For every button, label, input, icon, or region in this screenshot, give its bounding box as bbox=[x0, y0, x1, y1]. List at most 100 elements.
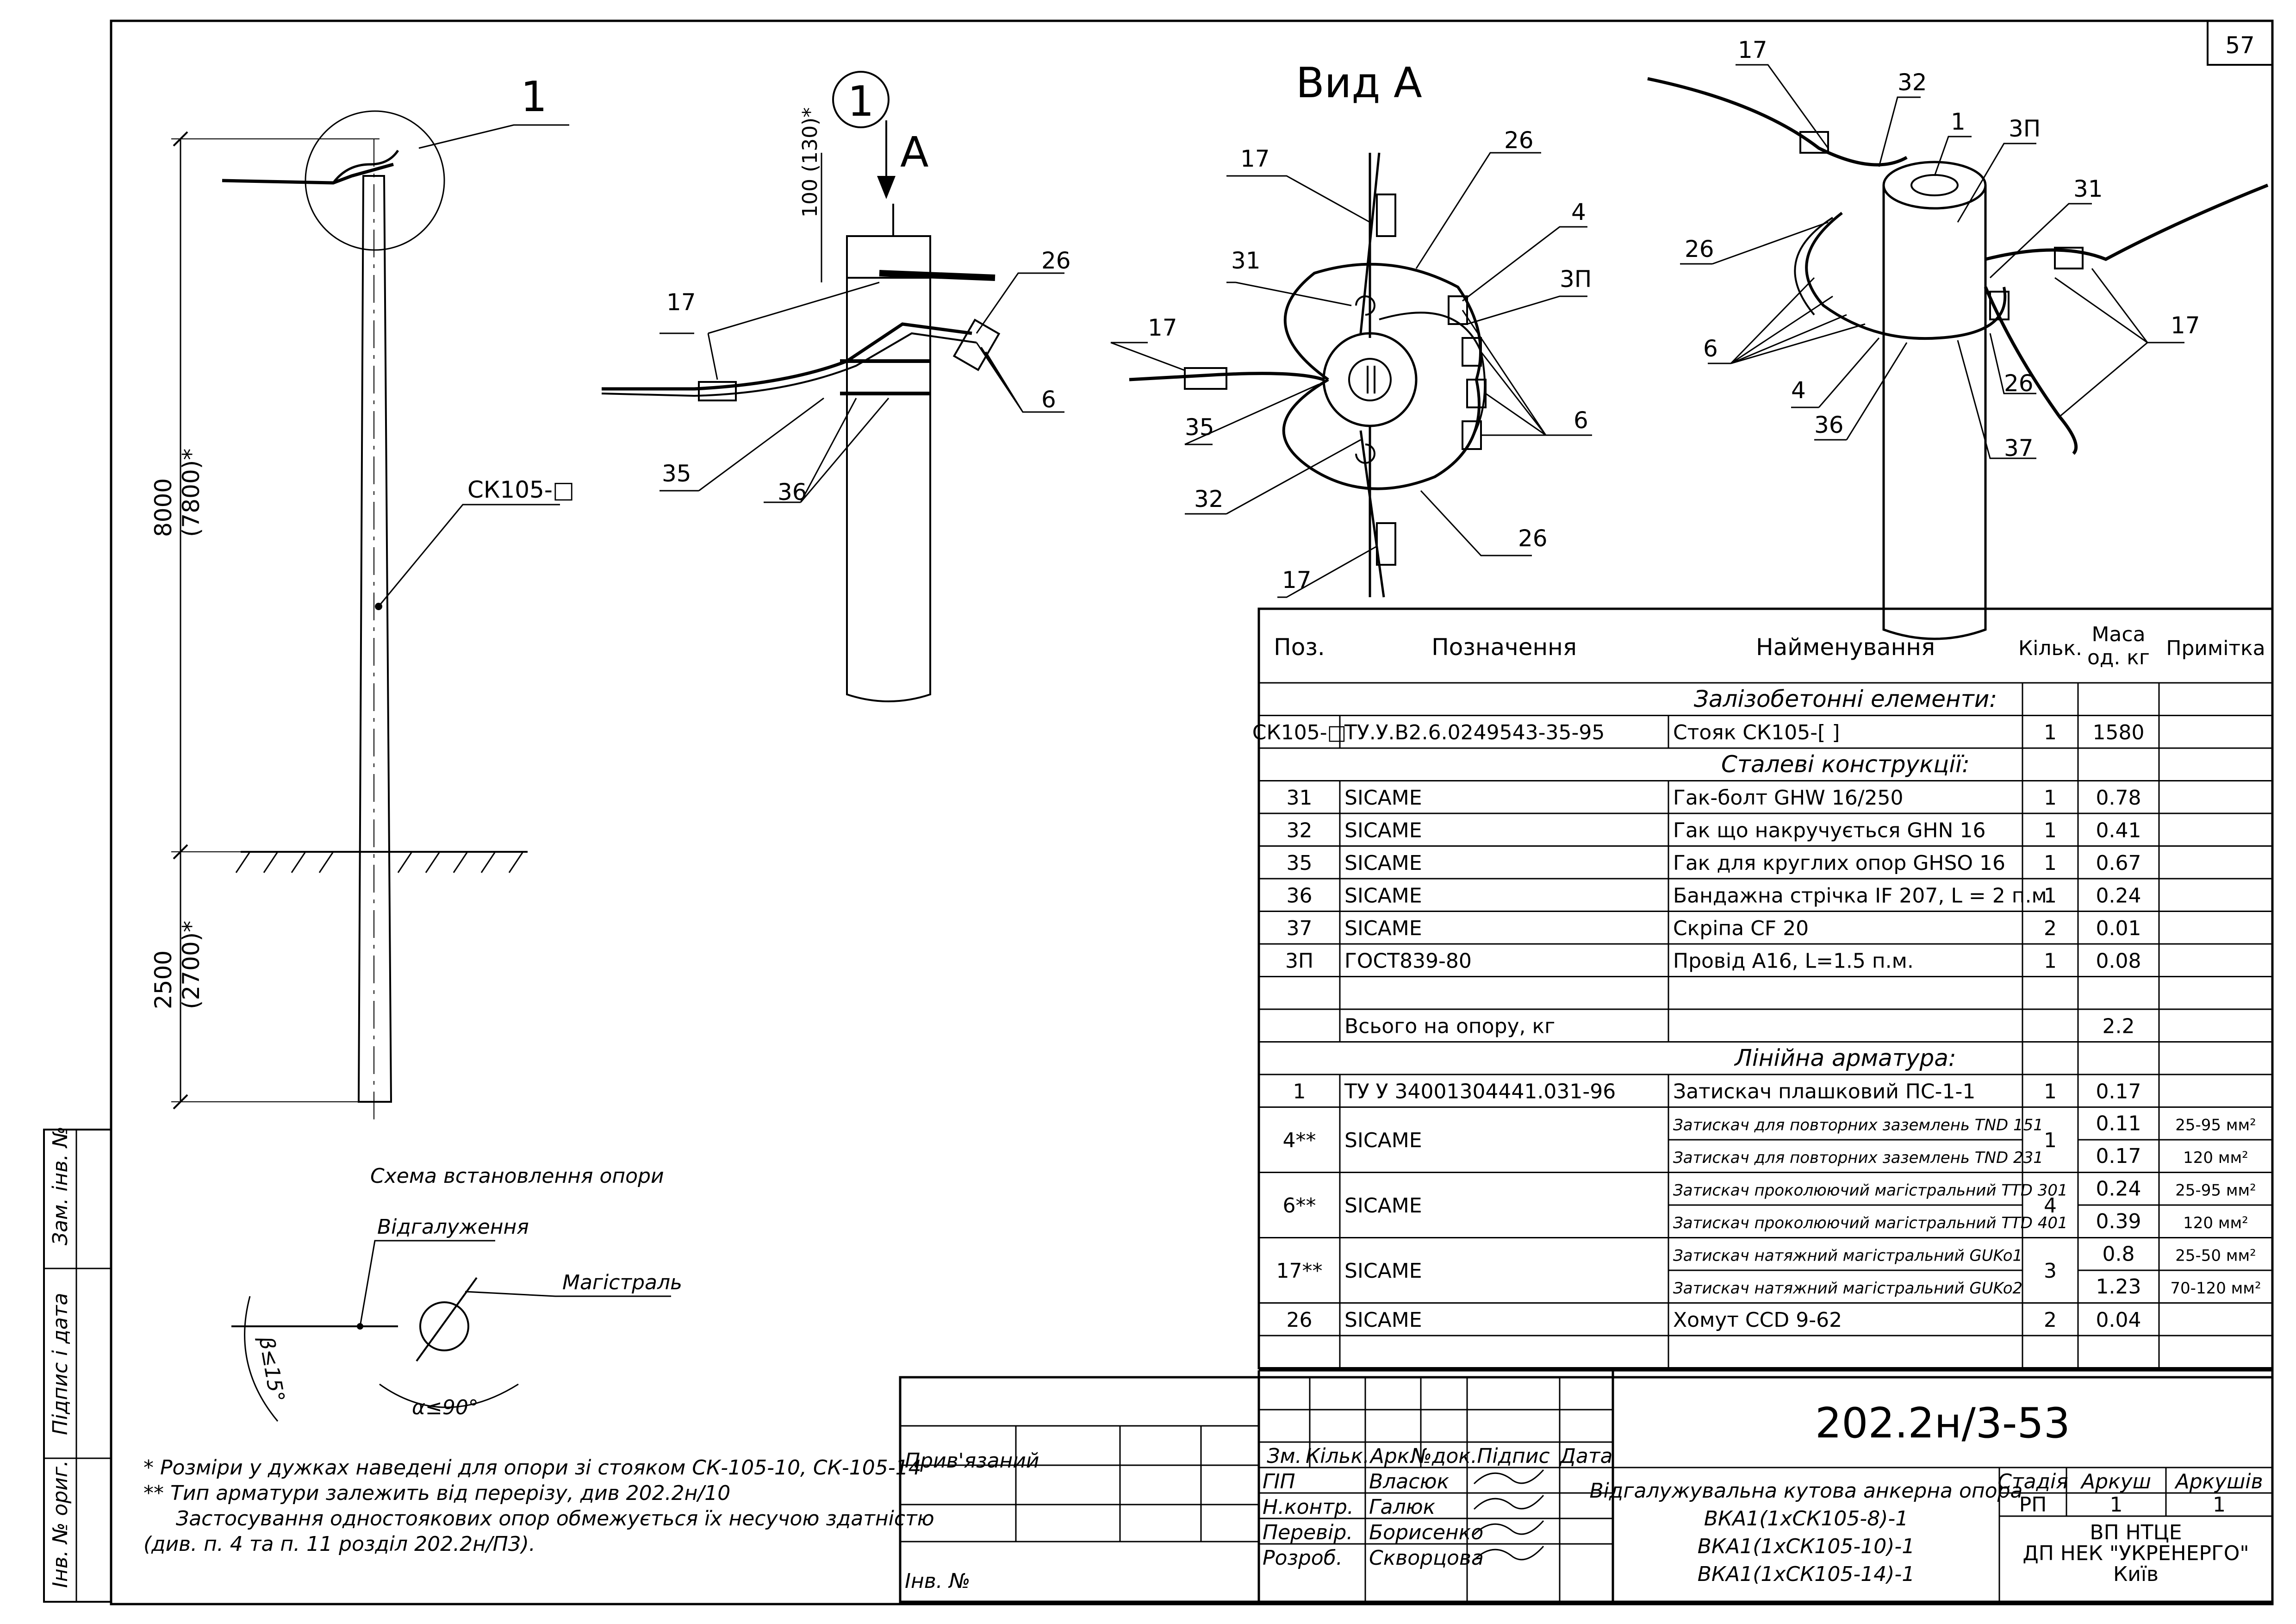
drawing-title-line: Відгалужувальна кутова анкерна опора bbox=[1590, 1479, 2023, 1503]
bom-pos: СК105-□ bbox=[1252, 721, 1346, 744]
bom-qty: 1 bbox=[2044, 721, 2057, 744]
organization-line: ДП НЕК "УКРЕНЕРГО" bbox=[2022, 1542, 2249, 1565]
role-name: Галюк bbox=[1369, 1495, 1436, 1519]
bom-mass: 2.2 bbox=[2103, 1014, 2135, 1038]
bom-name: Затискач проколюючий магістральний TTD 3… bbox=[1673, 1181, 2068, 1200]
installation-scheme: Схема встановлення опори Відгалуження Ма… bbox=[231, 1164, 682, 1422]
bom-name: Скріпа CF 20 bbox=[1673, 917, 1809, 940]
scheme-branch-label: Відгалуження bbox=[377, 1215, 529, 1239]
header-qty: Кільк. bbox=[2018, 637, 2082, 660]
bom-mass: 0.04 bbox=[2096, 1308, 2141, 1332]
stage-value: РП bbox=[2019, 1493, 2047, 1517]
role-label: Розроб. bbox=[1263, 1546, 1343, 1570]
bom-name: Затискач проколюючий магістральний TTD 4… bbox=[1673, 1214, 2068, 1232]
header-designation: Позначення bbox=[1431, 634, 1577, 661]
bom-pos: 37 bbox=[1287, 917, 1313, 940]
callout-17-iso-right: 17 bbox=[2171, 312, 2200, 339]
bom-designation: SICAME bbox=[1344, 884, 1422, 907]
view-a-title: Вид А bbox=[1296, 59, 1422, 107]
bom-note: 120 мм² bbox=[2183, 1149, 2248, 1167]
callout-26-detail: 26 bbox=[1041, 247, 1071, 274]
revision-header: Арк. bbox=[1369, 1444, 1416, 1468]
callout-17-view-bottom: 17 bbox=[1282, 567, 1312, 593]
callout-3p-view: 3П bbox=[1560, 266, 1592, 293]
role-name: Власюк bbox=[1369, 1470, 1450, 1493]
role-label: Н.контр. bbox=[1263, 1495, 1354, 1519]
bom-name: Бандажна стрічка IF 207, L = 2 п.м. bbox=[1673, 884, 2053, 907]
sheet-number-box bbox=[2207, 20, 2273, 66]
callout-1: 1 bbox=[521, 73, 547, 121]
bom-mass: 0.17 bbox=[2096, 1080, 2141, 1103]
note-2: ** Тип арматури залежить від перерізу, д… bbox=[143, 1481, 730, 1505]
bom-pos: 6** bbox=[1283, 1194, 1316, 1218]
revision-header: Підпис bbox=[1477, 1444, 1549, 1468]
stamp-sign-date: Підпис і дата bbox=[49, 1293, 72, 1435]
callout-17-detail: 17 bbox=[666, 289, 696, 316]
bom-pos: 26 bbox=[1287, 1308, 1313, 1332]
callout-37-iso: 37 bbox=[2004, 435, 2034, 462]
signature-scribble bbox=[1473, 1469, 1544, 1485]
bom-pos: 3П bbox=[1285, 949, 1313, 973]
detail-1-circle bbox=[305, 110, 445, 251]
bom-mass: 1580 bbox=[2093, 721, 2145, 744]
bom-name: Стояк СК105-[ ] bbox=[1673, 721, 1840, 744]
bom-qty: 1 bbox=[2044, 949, 2057, 973]
view-a-arrow: А bbox=[900, 128, 929, 177]
role-name: Скворцова bbox=[1369, 1546, 1484, 1570]
bom-qty: 1 bbox=[2044, 1080, 2057, 1103]
signature-scribble bbox=[1473, 1546, 1544, 1561]
callout-26-view-bottom: 26 bbox=[1518, 525, 1548, 552]
bom-section-title: Сталеві конструкції: bbox=[1721, 751, 1970, 778]
drawing-title-line: ВКА1(1хСК105-10)-1 bbox=[1698, 1535, 1915, 1558]
bom-note: 25-50 мм² bbox=[2175, 1247, 2256, 1265]
bom-name: Провід А16, L=1.5 п.м. bbox=[1673, 949, 1914, 973]
sheets-label: Аркушів bbox=[2174, 1470, 2263, 1493]
bom-designation: ГОСТ839-80 bbox=[1344, 949, 1472, 973]
role-name: Борисенко bbox=[1369, 1521, 1483, 1544]
bom-name: Хомут CCD 9-62 bbox=[1673, 1308, 1842, 1332]
callout-31-view: 31 bbox=[1231, 247, 1261, 274]
bom-pos: 1 bbox=[1293, 1080, 1306, 1103]
callout-4-view: 4 bbox=[1571, 199, 1586, 225]
bom-name: Гак що накручується GHN 16 bbox=[1673, 818, 1985, 842]
callout-26-iso-right: 26 bbox=[2004, 370, 2034, 397]
callout-36-detail: 36 bbox=[778, 479, 807, 506]
bom-mass: 0.24 bbox=[2096, 1177, 2141, 1201]
bom-note: 120 мм² bbox=[2183, 1214, 2248, 1232]
bom-note: 25-95 мм² bbox=[2175, 1181, 2256, 1200]
pole-mark-label: СК105-□ bbox=[467, 476, 574, 503]
header-mass-unit: од. кг bbox=[2087, 646, 2150, 669]
dim-depth: 2500 bbox=[150, 950, 177, 1009]
bom-note: 25-95 мм² bbox=[2175, 1116, 2256, 1135]
revision-header: Зм. bbox=[1267, 1444, 1301, 1468]
bom-name: Гак-болт GHW 16/250 bbox=[1673, 786, 1904, 810]
bom-designation: SICAME bbox=[1344, 1194, 1422, 1218]
header-name: Найменування bbox=[1756, 634, 1935, 661]
bom-mass: 0.78 bbox=[2096, 786, 2141, 810]
header-mass: Маса bbox=[2091, 623, 2145, 646]
bom-mass: 1.23 bbox=[2096, 1275, 2141, 1299]
callout-32-iso: 32 bbox=[1898, 69, 1927, 96]
pole-elevation: 8000 (7800)* 2500 (2700)* 1 СК105-□ bbox=[150, 73, 574, 1120]
callout-36-iso: 36 bbox=[1814, 412, 1844, 438]
view-a: Вид А 17 31 17 35 32 26 4 3П bbox=[1110, 59, 1592, 598]
bom-mass: 0.17 bbox=[2096, 1144, 2141, 1168]
sheet-label: Аркуш bbox=[2080, 1470, 2151, 1493]
callout-26-iso-left: 26 bbox=[1685, 236, 1714, 262]
doc-code: 202.2н/3-53 bbox=[1815, 1399, 2070, 1448]
bom-mass: 0.01 bbox=[2096, 917, 2141, 940]
attached-label: Прив'язаний bbox=[905, 1449, 1039, 1473]
sheets-value: 1 bbox=[2213, 1493, 2226, 1517]
revision-header: Дата bbox=[1559, 1444, 1613, 1468]
notes: * Розміри у дужках наведені для опори зі… bbox=[143, 1456, 934, 1556]
bom-qty: 1 bbox=[2044, 818, 2057, 842]
bom-pos: 35 bbox=[1287, 851, 1313, 875]
bom-qty: 1 bbox=[2044, 884, 2057, 907]
stamp-orig-inv: Інв. № ориг. bbox=[49, 1460, 72, 1588]
bom-mass: 0.24 bbox=[2096, 884, 2141, 907]
sheet-number: 57 bbox=[2225, 32, 2255, 59]
bom-mass: 0.41 bbox=[2096, 818, 2141, 842]
